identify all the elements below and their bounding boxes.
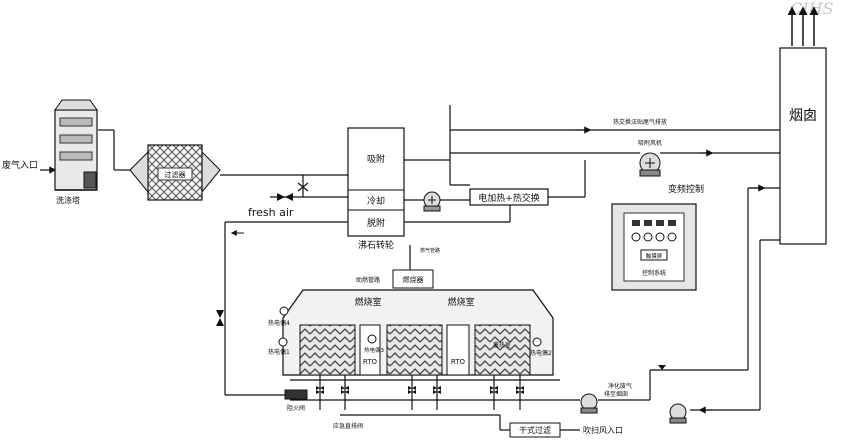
rto-body <box>282 289 554 376</box>
zeolite-rotor <box>347 127 405 237</box>
emergency-exhaust-valve-label: 应急直排阀 <box>333 422 363 430</box>
thermocouple-1-label: 热电偶1 <box>268 348 290 356</box>
thermocouple-2-label: 热电偶2 <box>530 349 552 357</box>
burner-label: 燃烧器 <box>403 275 424 284</box>
waste-gas-inlet-label: 废气入口 <box>2 159 38 171</box>
heat-exchanger-box <box>469 188 549 206</box>
fire-valve-label: 阻火阀 <box>287 404 305 412</box>
desorption-label: 脱附 <box>367 217 385 229</box>
scrubber-label: 洗涤塔 <box>56 195 80 205</box>
dry-filter-box <box>509 422 561 438</box>
fire-valve-symbol <box>284 389 308 400</box>
clean-air-exhaust-label: 净化废气 <box>608 382 632 390</box>
watermark: CIHS <box>790 0 834 18</box>
heat-exchange-line-label: 热交换法贴尾气排放 <box>613 118 667 126</box>
pre-combustion-air-label: 助燃管路 <box>356 276 380 284</box>
filter-unit <box>129 144 221 201</box>
thermocouple-4-label: 热电偶4 <box>268 319 290 327</box>
dry-filter-label: 干式过滤 <box>519 425 551 435</box>
rto-2-label: RTO <box>451 358 466 366</box>
fresh-air-label: fresh air <box>248 206 294 219</box>
exhaust-fan-label: 吸附风机 <box>638 139 662 147</box>
zeolite-rotor-label: 沸石转轮 <box>358 239 394 251</box>
adsorption-label: 吸附 <box>367 153 385 165</box>
filter-label: 过滤器 <box>165 170 186 179</box>
electric-heat-exchange-label: 电加热+热交换 <box>478 192 540 204</box>
burner-box <box>392 269 434 289</box>
rto-outlet-fan <box>580 393 598 414</box>
combustion-chamber-2-label: 燃烧室 <box>447 296 474 308</box>
vfd-control-label: 变频控制 <box>668 183 704 195</box>
rto-1-label: RTO <box>363 358 378 366</box>
purge-fan <box>669 403 687 424</box>
manifold-valves <box>216 310 666 394</box>
chimney <box>779 6 827 245</box>
touch-screen-label: 触摸屏 <box>646 252 663 260</box>
heat-storage-chamber-label: 蓄热室 <box>493 341 511 349</box>
exhaust-fan-outlet-label: 排至烟囱 <box>604 390 628 398</box>
gas-pipe-label: 燃气管路 <box>420 247 440 254</box>
thermocouple-symbols <box>278 306 542 347</box>
desorption-fan <box>423 191 441 212</box>
control-system-label: 控制系统 <box>642 269 666 277</box>
chimney-label: 烟囱 <box>789 108 817 124</box>
scrubber-tower <box>54 99 98 191</box>
combustion-chamber-1-label: 燃烧室 <box>354 296 381 308</box>
fresh-air-valve <box>277 182 309 201</box>
flow-arrows <box>40 126 766 414</box>
purge-air-inlet-label: 吹扫风入口 <box>583 425 623 435</box>
exhaust-fan <box>639 152 661 177</box>
cooling-label: 冷却 <box>367 195 385 207</box>
thermocouple-3-label: 热电偶3 <box>364 346 385 354</box>
control-cabinet <box>611 203 697 291</box>
piping <box>98 105 780 431</box>
